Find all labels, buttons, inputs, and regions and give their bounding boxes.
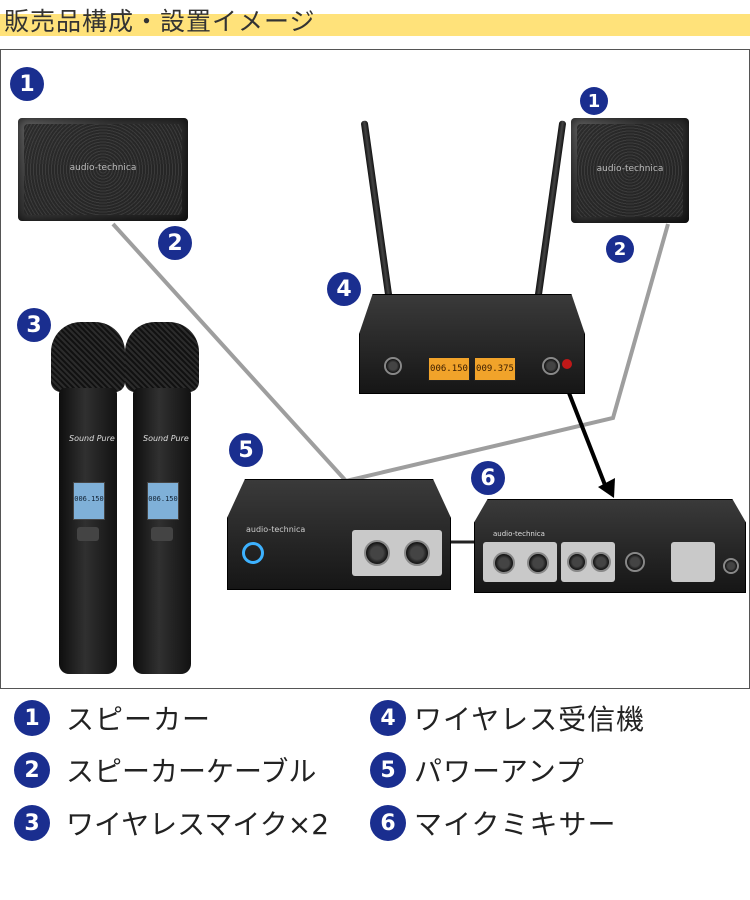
mic-display: 006.150	[73, 482, 105, 520]
legend-label: パワーアンプ	[414, 755, 585, 788]
badge-amp: 5	[229, 433, 263, 467]
mic-mixer: audio-technica	[474, 499, 746, 593]
mic-display: 006.150	[147, 482, 179, 520]
legend-badge: 2	[14, 752, 50, 788]
speaker-right: audio-technica	[571, 118, 689, 223]
badge-cable-right: 2	[606, 235, 634, 263]
amp-volume-knob-1	[364, 540, 390, 566]
receiver-to-mixer-arrow	[567, 392, 607, 486]
speaker-grill	[577, 124, 683, 217]
mixer-knob	[493, 552, 515, 574]
legend-item-speaker-cable: 2 スピーカーケーブル	[14, 750, 316, 790]
legend-badge: 4	[370, 700, 406, 736]
section-title-band: 販売品構成・設置イメージ	[0, 0, 750, 44]
mixer-mic-section	[483, 542, 557, 582]
mic-display-value: 006.150	[74, 495, 104, 503]
speaker-logo: audio-technica	[69, 163, 137, 174]
arrow-head	[598, 478, 615, 498]
speaker-cable-left	[111, 222, 348, 483]
mixer-echo-knob	[625, 552, 645, 572]
legend-item-speaker: 1 スピーカー	[14, 698, 211, 738]
legend-item-wireless-mic: 3 ワイヤレスマイク×2	[14, 803, 329, 843]
badge-speaker-left: 1	[10, 67, 44, 101]
legend-item-receiver: 4 ワイヤレス受信機	[370, 698, 645, 738]
mixer-logo: audio-technica	[493, 530, 545, 538]
volume-knob-a	[384, 357, 402, 375]
setup-diagram: audio-technica audio-technica 006.150 00…	[0, 49, 750, 689]
volume-knob-b	[542, 357, 560, 375]
power-button	[562, 359, 572, 369]
mixer-phones-section	[671, 542, 715, 582]
receiver-display-a: 006.150	[428, 357, 470, 381]
badge-mixer: 6	[471, 461, 505, 495]
badge-speaker-right: 1	[580, 87, 608, 115]
legend-item-power-amp: 5 パワーアンプ	[370, 750, 585, 790]
component-legend: 1 スピーカー 2 スピーカーケーブル 3 ワイヤレスマイク×2 4 ワイヤレス…	[0, 695, 750, 855]
mixer-knob	[567, 552, 587, 572]
speaker-logo: audio-technica	[596, 164, 664, 175]
mic-power-button	[151, 527, 173, 541]
speaker-grill	[24, 124, 182, 215]
mixer-knob	[527, 552, 549, 574]
mixer-line-section	[561, 542, 615, 582]
legend-badge: 1	[14, 700, 50, 736]
mixer-power-knob	[723, 558, 739, 574]
wireless-receiver: 006.150 009.375	[359, 294, 585, 394]
title-highlight	[0, 14, 750, 36]
mic-brand: Sound Pure	[143, 434, 189, 443]
mixer-knob	[591, 552, 611, 572]
wireless-mic-2: Sound Pure 006.150	[125, 322, 199, 674]
legend-badge: 5	[370, 752, 406, 788]
amp-power-ring	[242, 542, 264, 564]
page-title: 販売品構成・設置イメージ	[4, 7, 316, 36]
receiver-display-b: 009.375	[474, 357, 516, 381]
legend-badge: 6	[370, 805, 406, 841]
badge-receiver: 4	[327, 272, 361, 306]
mic-display-value: 006.150	[148, 495, 178, 503]
speaker-cable-right	[345, 223, 670, 483]
amp-volume-knob-2	[404, 540, 430, 566]
amp-control-panel	[352, 530, 442, 576]
legend-label: ワイヤレスマイク×2	[66, 808, 330, 841]
amp-logo: audio-technica	[246, 525, 306, 534]
cable-lines	[111, 222, 670, 544]
mic-grille	[125, 322, 199, 392]
speaker-left: audio-technica	[18, 118, 188, 221]
power-amplifier: audio-technica	[227, 479, 451, 590]
mic-brand: Sound Pure	[69, 434, 115, 443]
mic-power-button	[77, 527, 99, 541]
legend-label: スピーカーケーブル	[66, 755, 317, 788]
legend-label: スピーカー	[66, 703, 212, 736]
legend-label: ワイヤレス受信機	[414, 703, 646, 736]
legend-badge: 3	[14, 805, 50, 841]
mic-grille	[51, 322, 125, 392]
legend-item-mic-mixer: 6 マイクミキサー	[370, 803, 616, 843]
wireless-mic-1: Sound Pure 006.150	[51, 322, 125, 674]
badge-cable-left: 2	[158, 226, 192, 260]
badge-mics: 3	[17, 308, 51, 342]
legend-label: マイクミキサー	[414, 808, 617, 841]
